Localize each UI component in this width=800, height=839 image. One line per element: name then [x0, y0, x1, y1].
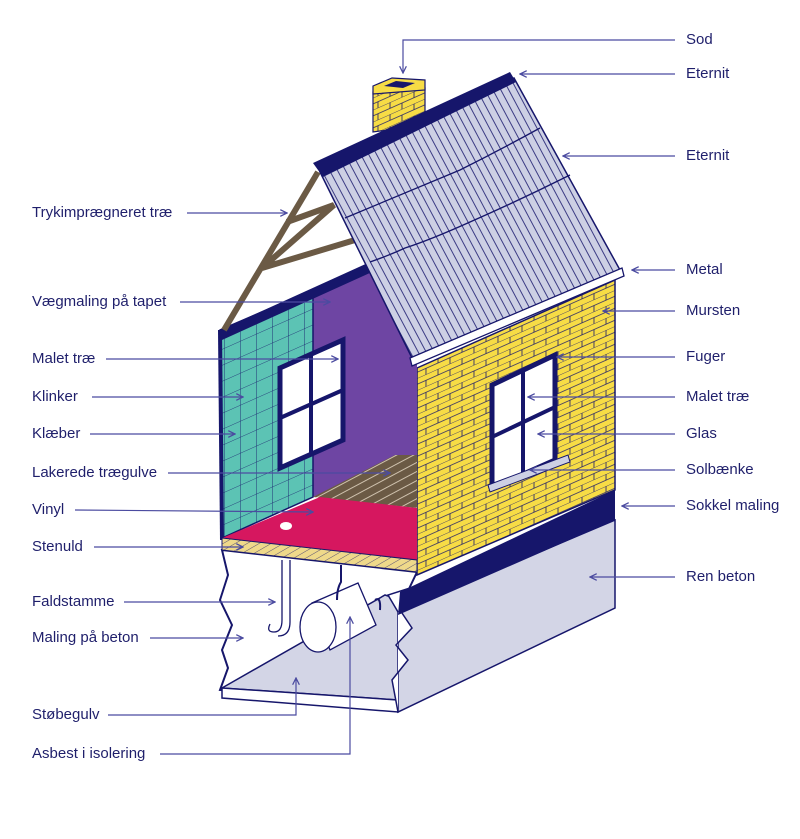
- label-metal: Metal: [686, 261, 723, 278]
- label-lacquered-floors: Lakerede trægulve: [32, 464, 158, 481]
- label-plinth-paint: Sokkel maling: [686, 497, 780, 514]
- gutter: [409, 267, 625, 367]
- label-window-sills: Solbænke: [686, 461, 754, 478]
- label-clean-concrete: Ren beton: [686, 568, 756, 585]
- label-tiles: Klinker: [32, 388, 78, 405]
- label-vinyl: Vinyl: [32, 501, 65, 518]
- label-painted-wood-right: Malet træ: [686, 388, 750, 405]
- wood-floor: [313, 455, 417, 508]
- window-sill: [487, 454, 571, 493]
- insulation: [221, 537, 418, 573]
- leader-lines: [74, 39, 675, 755]
- label-asbestos-insulation: Asbest i isolering: [32, 745, 146, 762]
- vinyl-floor: [222, 497, 417, 560]
- label-eternit-ridge: Eternit: [686, 65, 730, 82]
- left-window: [277, 336, 346, 472]
- label-pressure-treated-wood: Trykimprægneret træ: [32, 204, 173, 221]
- label-brick: Mursten: [686, 302, 741, 319]
- label-concrete-paint: Maling på beton: [32, 629, 139, 646]
- basement: [218, 490, 616, 714]
- right-window: [487, 351, 571, 493]
- label-glass: Glas: [686, 425, 717, 442]
- label-downpipe: Faldstamme: [32, 593, 115, 610]
- label-cast-floor: Støbegulv: [32, 706, 100, 723]
- label-adhesive: Klæber: [32, 425, 81, 442]
- plinth-paint: [398, 490, 615, 615]
- label-painted-wood-left: Malet træ: [32, 350, 96, 367]
- insulated-tank: [299, 565, 382, 653]
- label-wallpaper-paint: Vægmaling på tapet: [32, 293, 167, 310]
- label-soot: Sod: [686, 31, 713, 48]
- label-stone-wool: Stenuld: [32, 538, 83, 555]
- label-joints: Fuger: [686, 348, 726, 365]
- roof-ridge: [313, 72, 516, 177]
- downpipe: [268, 560, 291, 637]
- truss: [221, 170, 356, 332]
- label-eternit-roof: Eternit: [686, 147, 730, 164]
